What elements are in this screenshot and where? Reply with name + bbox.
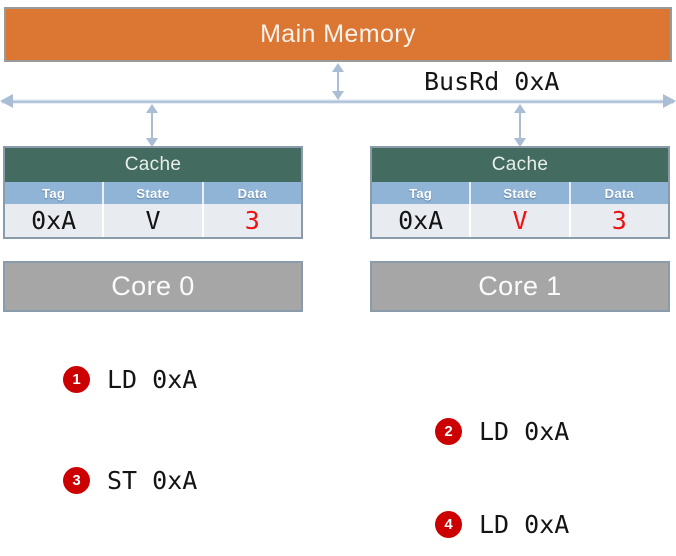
main-memory-block: Main Memory <box>4 7 672 62</box>
arrow-stem <box>519 110 521 141</box>
arrow-head-up-icon <box>332 63 344 72</box>
arrow-head-up-icon <box>514 104 526 113</box>
cache-column-headers: Tag State Data <box>372 182 668 204</box>
arrow-head-down-icon <box>514 138 526 147</box>
cache-entry-row: 0xA V 3 <box>5 204 301 237</box>
cache-header-data: Data <box>604 185 635 201</box>
cache-header-state: State <box>471 182 571 204</box>
step-badge-1: 1 <box>63 366 90 393</box>
bus-arrow-left-icon <box>0 94 13 108</box>
cache-title: Cache <box>372 148 668 182</box>
core-label: Core 0 <box>111 271 195 301</box>
step-instruction-4: LD 0xA <box>479 510 570 539</box>
step-badge-3: 3 <box>63 467 90 494</box>
step-item-4: 4 LD 0xA <box>435 510 569 539</box>
cache-column-headers: Tag State Data <box>5 182 301 204</box>
cache-cell-state: V <box>104 204 204 237</box>
cache-header-tag: Tag <box>372 182 472 204</box>
cache-cell-tag: 0xA <box>372 204 472 237</box>
main-memory-label: Main Memory <box>260 20 416 48</box>
step-badge-4: 4 <box>435 511 462 538</box>
cache-cell-tag: 0xA <box>5 204 105 237</box>
cache1-bus-connector-arrow-icon <box>514 104 526 147</box>
cache-header-state: State <box>104 182 204 204</box>
cache-header-tag: Tag <box>5 182 105 204</box>
core-block-1: Core 1 <box>370 261 670 312</box>
core-block-0: Core 0 <box>3 261 303 312</box>
step-item-1: 1 LD 0xA <box>63 365 197 394</box>
bus-transaction-label: BusRd 0xA <box>424 67 560 96</box>
bus-arrow-right-icon <box>663 94 676 108</box>
core-label: Core 1 <box>478 271 562 301</box>
step-instruction-3: ST 0xA <box>107 466 198 495</box>
cache-entry-row: 0xA V 3 <box>372 204 668 237</box>
cache0-bus-connector-arrow-icon <box>146 104 158 147</box>
cache-cell-state: V <box>471 204 571 237</box>
cache-block-core1: Cache Tag State Data 0xA V 3 <box>370 146 670 239</box>
system-bus-line <box>2 99 674 104</box>
step-item-3: 3 ST 0xA <box>63 466 197 495</box>
arrow-stem <box>151 110 153 141</box>
arrow-head-down-icon <box>146 138 158 147</box>
cache-block-core0: Cache Tag State Data 0xA V 3 <box>3 146 303 239</box>
step-item-2: 2 LD 0xA <box>435 417 569 446</box>
arrow-head-down-icon <box>332 91 344 100</box>
step-instruction-1: LD 0xA <box>107 365 198 394</box>
step-instruction-2: LD 0xA <box>479 417 570 446</box>
cache-title: Cache <box>5 148 301 182</box>
cache-cell-data: 3 <box>611 206 627 235</box>
cache-header-data: Data <box>237 185 268 201</box>
memory-bus-connector-arrow-icon <box>332 63 344 100</box>
step-badge-2: 2 <box>435 418 462 445</box>
cache-cell-data: 3 <box>244 206 260 235</box>
arrow-head-up-icon <box>146 104 158 113</box>
arrow-stem <box>337 69 339 94</box>
